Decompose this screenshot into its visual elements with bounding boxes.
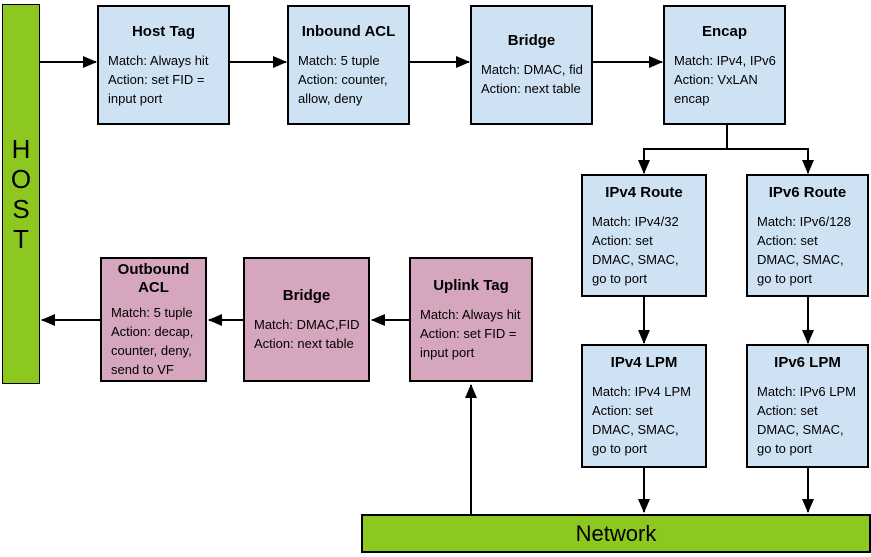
node-host-tag: Host Tag Match: Always hit Action: set F… <box>97 5 230 125</box>
node-body: Match: DMAC,FID Action: next table <box>254 316 360 351</box>
node-title: Encap <box>701 22 747 40</box>
node-bridge-inbound: Bridge Match: DMAC, fid Action: next tab… <box>470 5 593 125</box>
node-body: Match: Always hit Action: set FID = inpu… <box>420 307 521 360</box>
node-ipv6-lpm: IPv6 LPM Match: IPv6 LPM Action: set DMA… <box>746 344 869 468</box>
node-outbound-acl: Outbound ACL Match: 5 tuple Action: deca… <box>100 257 207 382</box>
node-body: Match: IPv6 LPM Action: set DMAC, SMAC, … <box>757 384 856 456</box>
network-label: Network <box>575 520 657 546</box>
node-uplink-tag: Uplink Tag Match: Always hit Action: set… <box>409 257 533 382</box>
node-title: IPv4 Route <box>605 183 683 201</box>
network-node: Network <box>361 514 871 553</box>
node-title: IPv6 Route <box>768 183 847 201</box>
node-inbound-acl: Inbound ACL Match: 5 tuple Action: count… <box>287 5 410 125</box>
node-body: Match: IPv6/128 Action: set DMAC, SMAC, … <box>757 213 851 286</box>
host-letter: T <box>13 224 29 254</box>
node-body: Match: IPv4 LPM Action: set DMAC, SMAC, … <box>592 384 691 456</box>
node-body: Match: 5 tuple Action: decap, counter, d… <box>111 304 194 377</box>
node-ipv4-route: IPv4 Route Match: IPv4/32 Action: set DM… <box>581 174 707 297</box>
node-title: Uplink Tag <box>433 277 509 294</box>
node-ipv6-route: IPv6 Route Match: IPv6/128 Action: set D… <box>746 174 869 297</box>
node-title: Outbound ACL <box>117 260 190 296</box>
node-body: Match: IPv4/32 Action: set DMAC, SMAC, g… <box>592 213 679 286</box>
node-body: Match: DMAC, fid Action: next table <box>481 62 583 96</box>
node-body: Match: Always hit Action: set FID = inpu… <box>108 52 209 106</box>
host-letter: O <box>10 164 32 194</box>
node-body: Match: IPv4, IPv6 Action: VxLAN encap <box>674 52 776 106</box>
host-letter: H <box>11 134 31 164</box>
node-body: Match: 5 tuple Action: counter, allow, d… <box>298 52 388 106</box>
node-title: IPv6 LPM <box>774 354 841 371</box>
node-ipv4-lpm: IPv4 LPM Match: IPv4 LPM Action: set DMA… <box>581 344 707 468</box>
node-title: Host Tag <box>131 22 196 40</box>
node-title: Inbound ACL <box>301 22 396 40</box>
node-title: Bridge <box>507 32 556 49</box>
host-letter: S <box>12 194 30 224</box>
node-encap: Encap Match: IPv4, IPv6 Action: VxLAN en… <box>663 5 786 125</box>
node-bridge-outbound: Bridge Match: DMAC,FID Action: next tabl… <box>243 257 370 382</box>
host-node: H O S T <box>2 4 40 384</box>
node-title: Bridge <box>282 286 331 304</box>
node-title: IPv4 LPM <box>610 354 678 371</box>
